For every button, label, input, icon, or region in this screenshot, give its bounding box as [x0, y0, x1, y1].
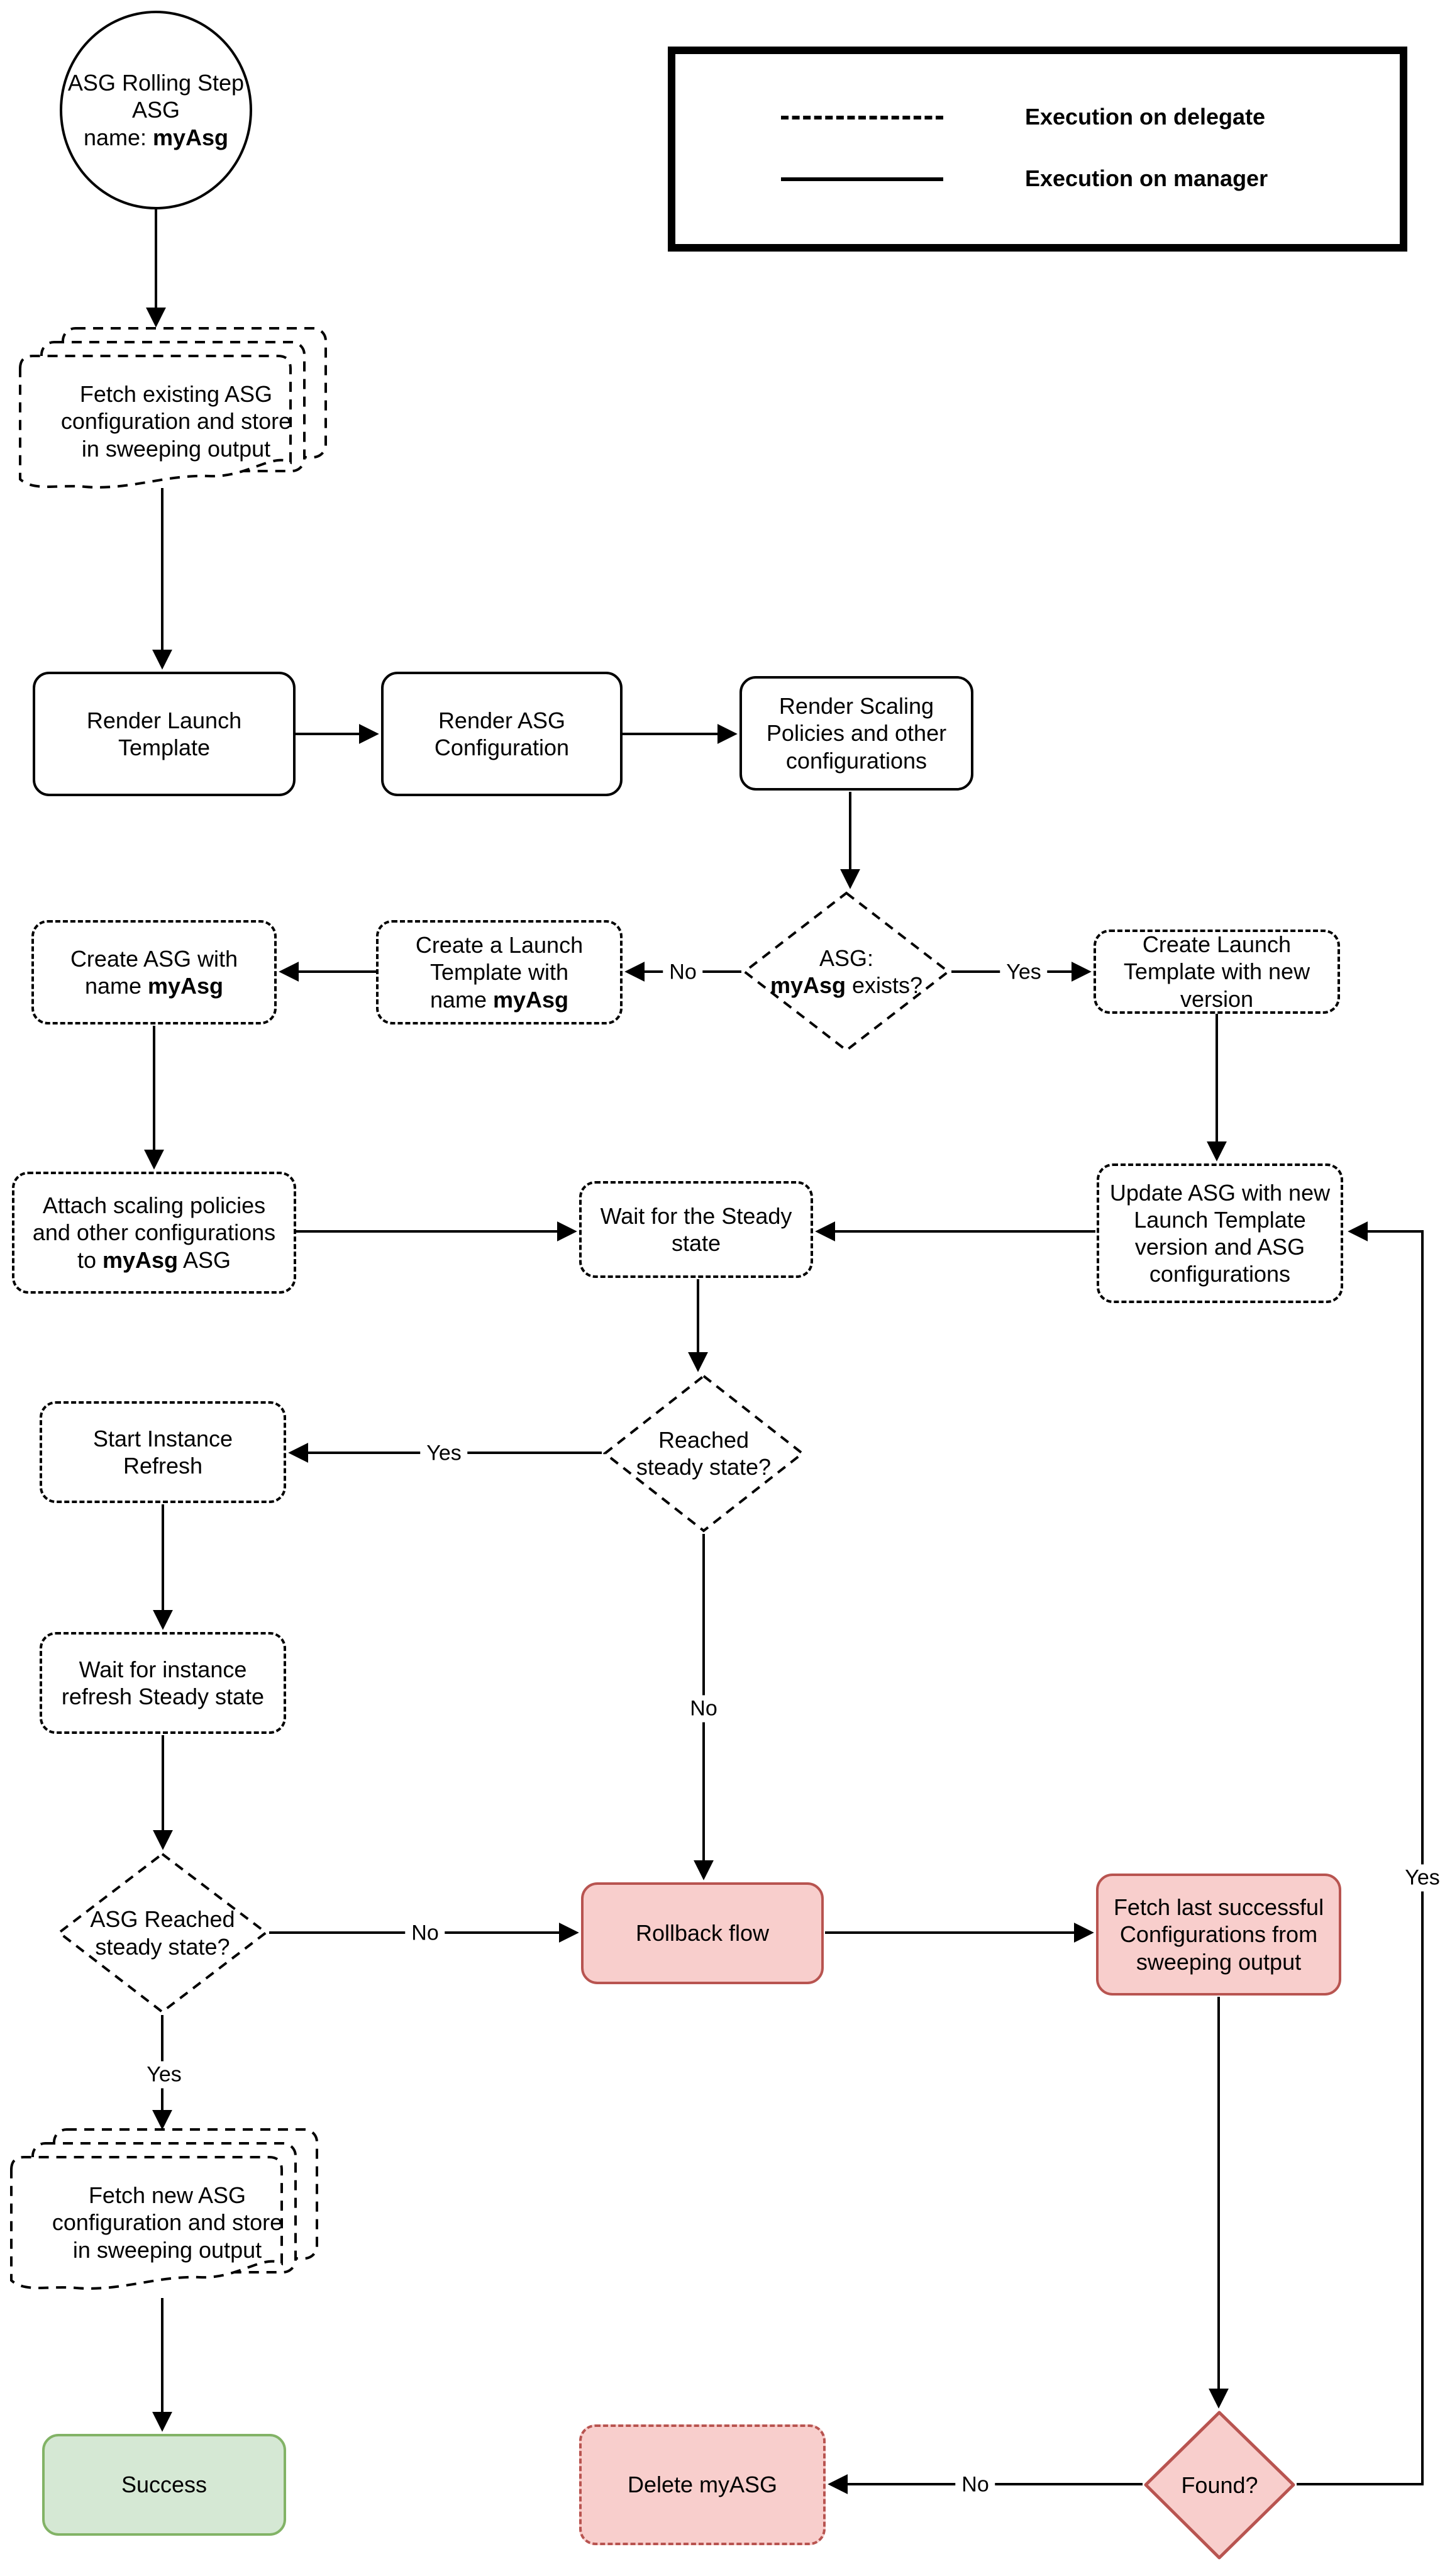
- legend-solid-line-sample: [781, 177, 943, 181]
- legend-dashed-line-sample: [781, 116, 943, 119]
- node-rollback-flow: Rollback flow: [581, 1882, 824, 1984]
- node-decision-found: Found?: [1144, 2411, 1295, 2560]
- node-decision-reached-steady-state: Reached steady state?: [603, 1374, 804, 1533]
- node-render-scaling-policies: Render Scaling Policies and other config…: [739, 676, 973, 791]
- node-create-launch-template-named: Create a Launch Template with name myAsg: [376, 920, 623, 1024]
- node-wait-instance-refresh: Wait for instance refresh Steady state: [40, 1632, 286, 1734]
- edge-label-asg-reached-no: No: [405, 1919, 445, 1947]
- node-fetch-last-successful-configs: Fetch last successful Configurations fro…: [1096, 1874, 1341, 1996]
- edge-label-reached-no: No: [684, 1695, 724, 1723]
- node-fetch-new-config: Fetch new ASG configuration and store in…: [10, 2128, 324, 2298]
- node-create-asg: Create ASG with name myAsg: [31, 920, 277, 1024]
- node-attach-scaling-policies: Attach scaling policies and other config…: [12, 1172, 296, 1294]
- legend-box: Execution on delegate Execution on manag…: [668, 47, 1407, 252]
- edge-label-exists-yes: Yes: [1000, 958, 1048, 986]
- node-render-asg-configuration: Render ASG Configuration: [381, 672, 623, 796]
- diamond-shape: [603, 1374, 804, 1533]
- node-delete-myasg: Delete myASG: [579, 2424, 826, 2545]
- edge-label-asg-reached-yes: Yes: [140, 2061, 188, 2089]
- edge-found-yes-to-update: [1297, 1221, 1424, 2485]
- node-render-launch-template: Render Launch Template: [33, 672, 296, 796]
- node-create-launch-template-new-version: Create Launch Template with new version: [1094, 930, 1340, 1014]
- edge-label-exists-no: No: [663, 958, 703, 986]
- legend-label-manager: Execution on manager: [1025, 165, 1268, 191]
- diamond-shape: [743, 891, 950, 1052]
- edge-label-found-no: No: [955, 2471, 995, 2499]
- node-update-asg: Update ASG with new Launch Template vers…: [1097, 1163, 1343, 1303]
- node-start-circle: ASG Rolling Step ASG name: myAsg: [60, 11, 252, 209]
- node-wait-steady-state: Wait for the Steady state: [579, 1181, 813, 1278]
- edge-label-reached-yes: Yes: [420, 1440, 468, 1467]
- diamond-shape: [1144, 2411, 1295, 2560]
- node-decision-asg-exists: ASG: myAsg exists?: [743, 891, 950, 1052]
- legend-label-delegate: Execution on delegate: [1025, 104, 1266, 130]
- multi-document-shape: [10, 2128, 318, 2290]
- diamond-shape: [57, 1852, 268, 2014]
- multi-document-shape: [19, 327, 327, 489]
- edge-label-found-yes: Yes: [1398, 1864, 1440, 1892]
- node-decision-asg-reached-steady-state: ASG Reached steady state?: [57, 1852, 268, 2014]
- node-success: Success: [42, 2434, 286, 2536]
- node-start-instance-refresh: Start Instance Refresh: [40, 1401, 286, 1503]
- node-fetch-existing-config: Fetch existing ASG configuration and sto…: [19, 327, 333, 497]
